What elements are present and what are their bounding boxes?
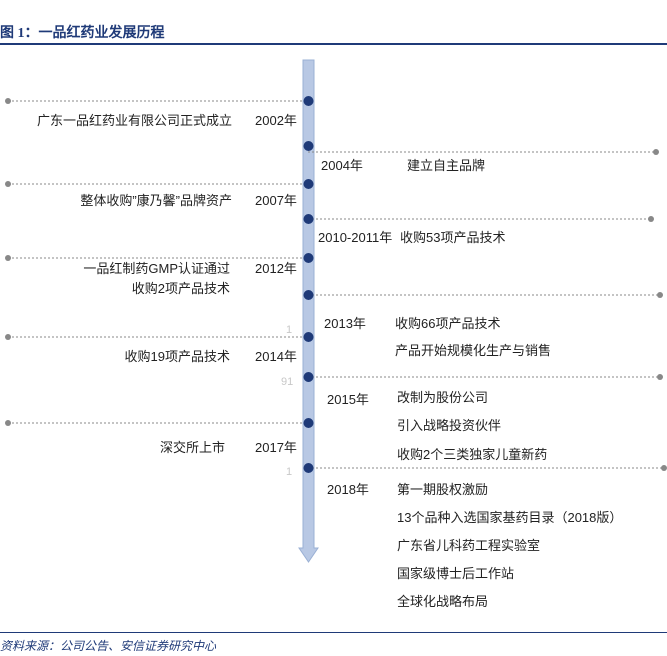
- event-text: 收购2个三类独家儿童新药: [397, 447, 548, 462]
- event-year: 2015年: [327, 392, 369, 407]
- end-dot: [5, 255, 11, 261]
- node-2014: [303, 332, 314, 342]
- node-2010: [303, 214, 314, 224]
- title-rule: [0, 43, 667, 45]
- event-text: 广东一品红药业有限公司正式成立: [36, 113, 232, 128]
- faint-mark: 1: [286, 466, 293, 478]
- event-year: 2012年: [255, 261, 297, 276]
- event-year: 2007年: [255, 193, 297, 208]
- end-dot: [5, 98, 11, 104]
- event-text: 全球化战略布局: [397, 594, 489, 609]
- event-text: 收购66项产品技术: [395, 316, 501, 331]
- end-dots: [5, 98, 667, 471]
- event-text: 国家级博士后工作站: [397, 566, 515, 581]
- event-text: 建立自主品牌: [407, 158, 486, 173]
- node-2012: [303, 253, 314, 263]
- left-connectors: [8, 100, 308, 424]
- event-text: 引入战略投资伙伴: [397, 418, 502, 433]
- node-2015: [303, 372, 314, 382]
- event-text: 第一期股权激励: [397, 482, 489, 497]
- event-year: 2013年: [324, 316, 366, 331]
- event-year: 2002年: [255, 113, 297, 128]
- event-text: 一品红制药GMP认证通过: [83, 261, 230, 276]
- event-text: 收购2项产品技术: [131, 281, 230, 296]
- timeline-axis: [298, 59, 319, 563]
- end-dot: [5, 420, 11, 426]
- event-text: 13个品种入选国家基药目录（2018版）: [397, 510, 623, 525]
- end-dot: [657, 374, 663, 380]
- end-dot: [657, 292, 663, 298]
- node-2007: [303, 179, 314, 189]
- faint-mark: 91: [281, 376, 294, 388]
- node-2002: [303, 96, 314, 106]
- node-2017: [303, 418, 314, 428]
- event-text: 整体收购”康乃馨”品牌资产: [80, 193, 232, 208]
- event-text: 产品开始规模化生产与销售: [395, 343, 552, 358]
- node-2018: [303, 463, 314, 473]
- event-year: 2017年: [255, 440, 297, 455]
- event-text: 改制为股份公司: [397, 390, 489, 405]
- event-text: 收购53项产品技术: [400, 230, 506, 245]
- faint-mark: 1: [286, 324, 293, 336]
- event-year: 2018年: [327, 482, 369, 497]
- axis-nodes: [303, 96, 314, 473]
- event-year: 2014年: [255, 349, 297, 364]
- end-dot: [648, 216, 654, 222]
- event-year: 2010-2011年: [318, 230, 393, 245]
- end-dot: [5, 334, 11, 340]
- source-note: 资料来源：公司公告、安信证券研究中心: [0, 639, 217, 653]
- figure-title: 图 1：一品红药业发展历程: [0, 26, 165, 41]
- node-2013: [303, 290, 314, 300]
- end-dot: [653, 149, 659, 155]
- event-text: 深交所上市: [159, 440, 225, 455]
- event-text: 收购19项产品技术: [124, 349, 230, 364]
- event-text: 广东省儿科药工程实验室: [397, 538, 541, 553]
- right-connectors: [308, 151, 664, 469]
- end-dot: [5, 181, 11, 187]
- source-rule: [0, 632, 667, 633]
- node-2004: [303, 141, 314, 151]
- end-dot: [661, 465, 667, 471]
- event-year: 2004年: [321, 158, 363, 173]
